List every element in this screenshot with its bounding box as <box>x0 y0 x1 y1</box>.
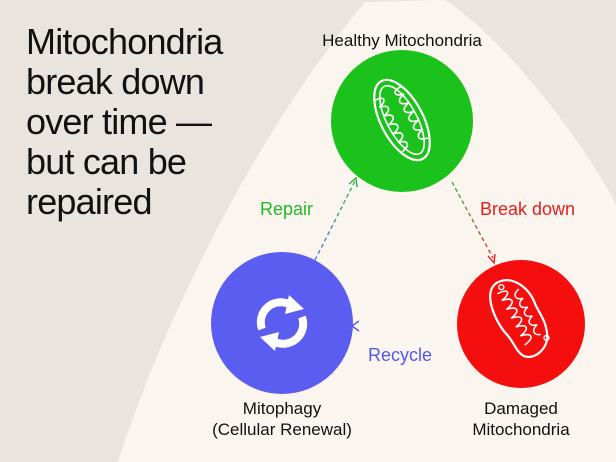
headline-line: Mitochondria <box>26 21 223 62</box>
mitophagy-node-label: Mitophagy (Cellular Renewal) <box>190 398 374 440</box>
edge-break-down <box>451 181 496 265</box>
damaged-label-line: Damaged <box>484 399 558 418</box>
recycle-label: Recycle <box>368 345 433 365</box>
damaged-mitochondrion-icon <box>489 279 550 359</box>
healthy-node-label: Healthy Mitochondria <box>322 31 482 50</box>
headline-line: break down <box>26 61 205 102</box>
mitophagy-label-line: (Cellular Renewal) <box>212 420 352 439</box>
headline-line: but can be <box>26 141 187 182</box>
mitophagy-label-line: Mitophagy <box>242 399 322 418</box>
mitochondrion-icon <box>373 78 431 162</box>
damaged-label-line: Mitochondria <box>472 420 570 439</box>
edge-repair <box>314 176 358 261</box>
damaged-node-label: Damaged Mitochondria <box>456 398 586 440</box>
recycle-arrows-icon <box>256 295 308 351</box>
mitophagy-node <box>211 252 353 394</box>
arrowhead <box>487 253 496 265</box>
headline-line: over time — <box>26 101 212 142</box>
repair-label: Repair <box>260 199 314 219</box>
headline: Mitochondria break down over time — but … <box>26 22 256 222</box>
damaged-node <box>457 260 585 388</box>
headline-line: repaired <box>26 181 152 222</box>
break-down-label: Break down <box>480 199 576 219</box>
healthy-node <box>331 50 473 192</box>
arrowhead <box>348 176 358 188</box>
